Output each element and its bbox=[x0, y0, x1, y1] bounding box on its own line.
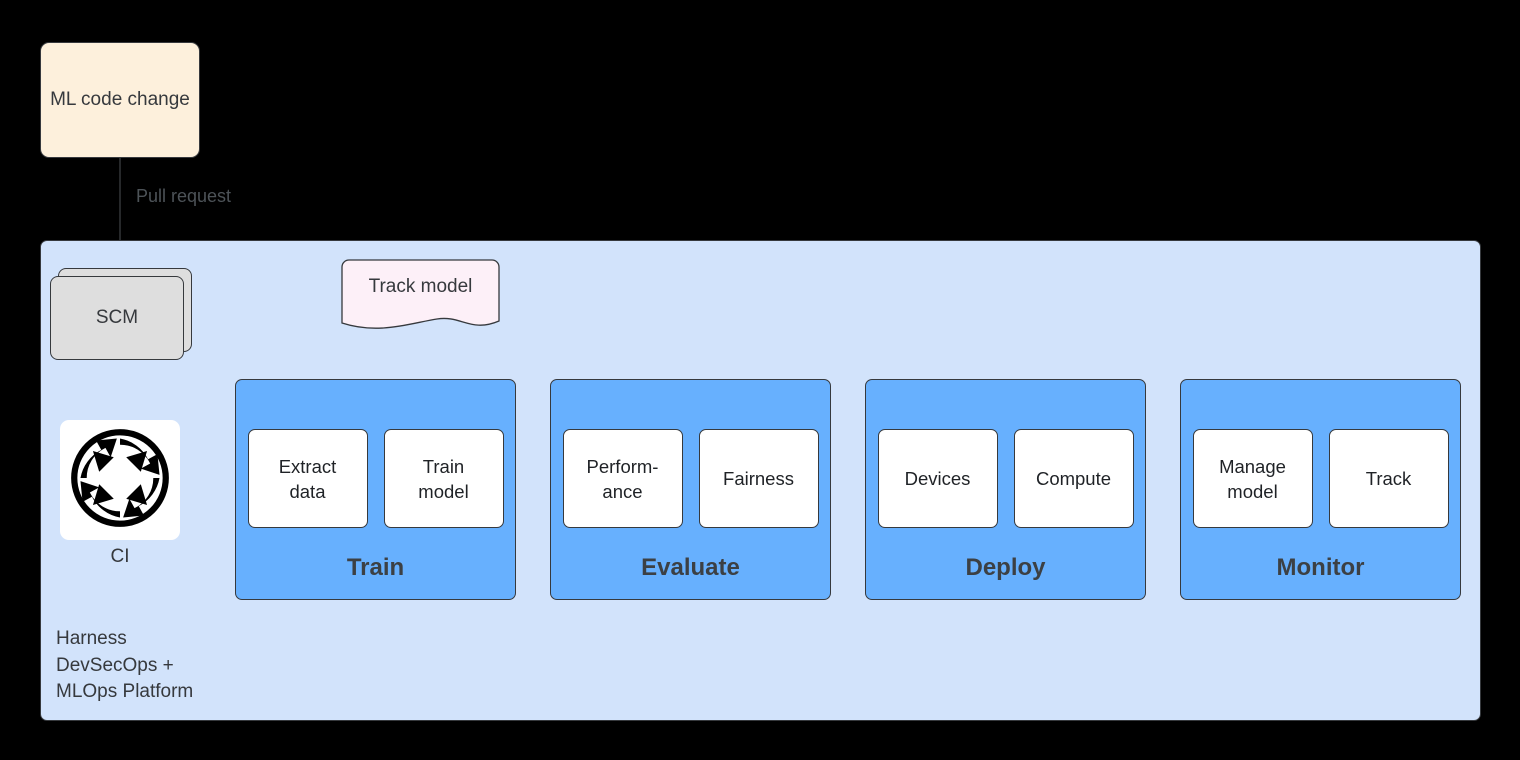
stage-deploy[interactable]: Devices Compute Deploy bbox=[865, 379, 1146, 600]
track-model-artifact[interactable] bbox=[341, 259, 500, 333]
stage-evaluate-title: Evaluate bbox=[641, 554, 740, 581]
stage-train[interactable]: Extract data Train model Train bbox=[235, 379, 516, 600]
ci-label: CI bbox=[110, 546, 130, 567]
stage-train-title: Train bbox=[346, 554, 405, 581]
platform-label: Harness DevSecOps + MLOps Platform bbox=[56, 628, 194, 702]
stage-deploy-item-compute[interactable]: Compute bbox=[1013, 429, 1134, 528]
stage-deploy-item-devices[interactable]: Devices bbox=[877, 429, 998, 528]
pull-request-edge-label: Pull request bbox=[136, 186, 232, 206]
circular-arrows-icon bbox=[68, 426, 172, 535]
track-model-label: Track model bbox=[368, 276, 473, 297]
stage-evaluate-item-fairness[interactable]: Fairness bbox=[698, 429, 819, 528]
scm-label: SCM bbox=[95, 307, 139, 328]
stage-monitor[interactable]: Manage model Track Monitor bbox=[1180, 379, 1461, 600]
stage-monitor-items: Manage model Track bbox=[1181, 429, 1460, 528]
stage-train-item-train-model[interactable]: Train model bbox=[383, 429, 504, 528]
scm-node[interactable]: SCM bbox=[50, 268, 192, 360]
stage-deploy-items: Devices Compute bbox=[866, 429, 1145, 528]
ml-code-change-label: ML code change bbox=[50, 89, 190, 110]
stage-evaluate-item-performance[interactable]: Perform- ance bbox=[562, 429, 683, 528]
ci-node[interactable] bbox=[60, 420, 180, 540]
stage-monitor-title: Monitor bbox=[1276, 554, 1365, 581]
stage-monitor-item-track[interactable]: Track bbox=[1328, 429, 1449, 528]
stage-evaluate-items: Perform- ance Fairness bbox=[551, 429, 830, 528]
stage-deploy-title: Deploy bbox=[965, 554, 1046, 581]
stage-train-item-extract-data[interactable]: Extract data bbox=[247, 429, 368, 528]
scm-stack-front-card: SCM bbox=[50, 276, 184, 360]
stage-train-items: Extract data Train model bbox=[236, 429, 515, 528]
stage-monitor-item-manage-model[interactable]: Manage model bbox=[1192, 429, 1313, 528]
stage-evaluate[interactable]: Perform- ance Fairness Evaluate bbox=[550, 379, 831, 600]
ml-code-change-node[interactable]: ML code change bbox=[40, 42, 200, 158]
